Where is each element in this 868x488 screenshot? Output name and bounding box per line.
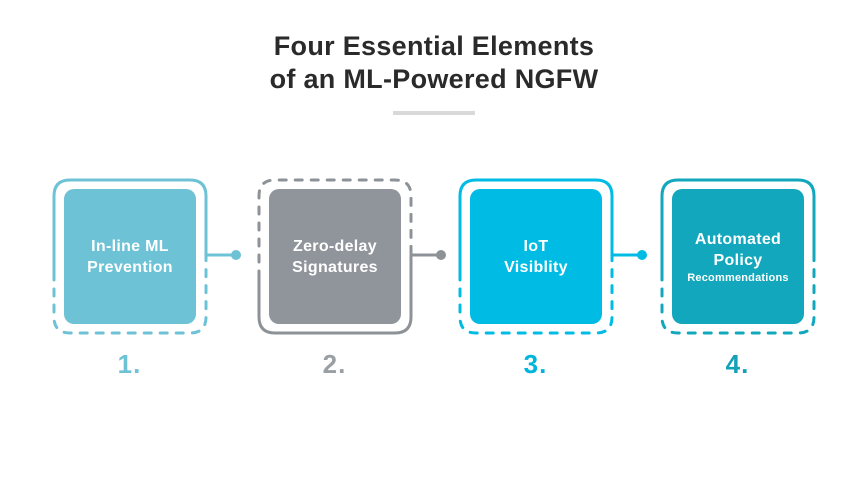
element-number-2: 2.	[322, 349, 347, 379]
connector-dot-3	[637, 250, 647, 260]
element-label-1-line2: Prevention	[87, 258, 173, 276]
element-label-3-line2: Visiblity	[504, 258, 568, 276]
element-label-2-line2: Signatures	[292, 258, 378, 276]
element-label-4-subtitle: Recommendations	[687, 271, 789, 284]
page-title: Four Essential Elements of an ML-Powered…	[0, 30, 868, 96]
connector-dot-2	[436, 250, 446, 260]
element-label-1-line1: In-line ML	[91, 237, 169, 255]
connector-dot-1	[231, 250, 241, 260]
element-label-2-line1: Zero-delay	[293, 237, 377, 255]
page-title-line1: Four Essential Elements	[273, 31, 595, 61]
element-label-3-line1: IoT	[523, 237, 549, 255]
element-number-4: 4.	[725, 349, 750, 379]
element-label-4-line1: Automated	[694, 230, 782, 248]
element-number-3: 3.	[523, 349, 548, 379]
element-label-4-line2: Policy	[713, 251, 763, 269]
page-title-line2: of an ML-Powered NGFW	[269, 64, 599, 94]
title-divider	[393, 111, 475, 115]
element-label-3: IoT Visiblity	[470, 189, 602, 324]
element-label-2: Zero-delay Signatures	[269, 189, 401, 324]
element-number-1: 1.	[117, 349, 142, 379]
element-label-4: Automated Policy Recommendations	[672, 189, 804, 324]
element-label-1: In-line ML Prevention	[64, 189, 196, 324]
